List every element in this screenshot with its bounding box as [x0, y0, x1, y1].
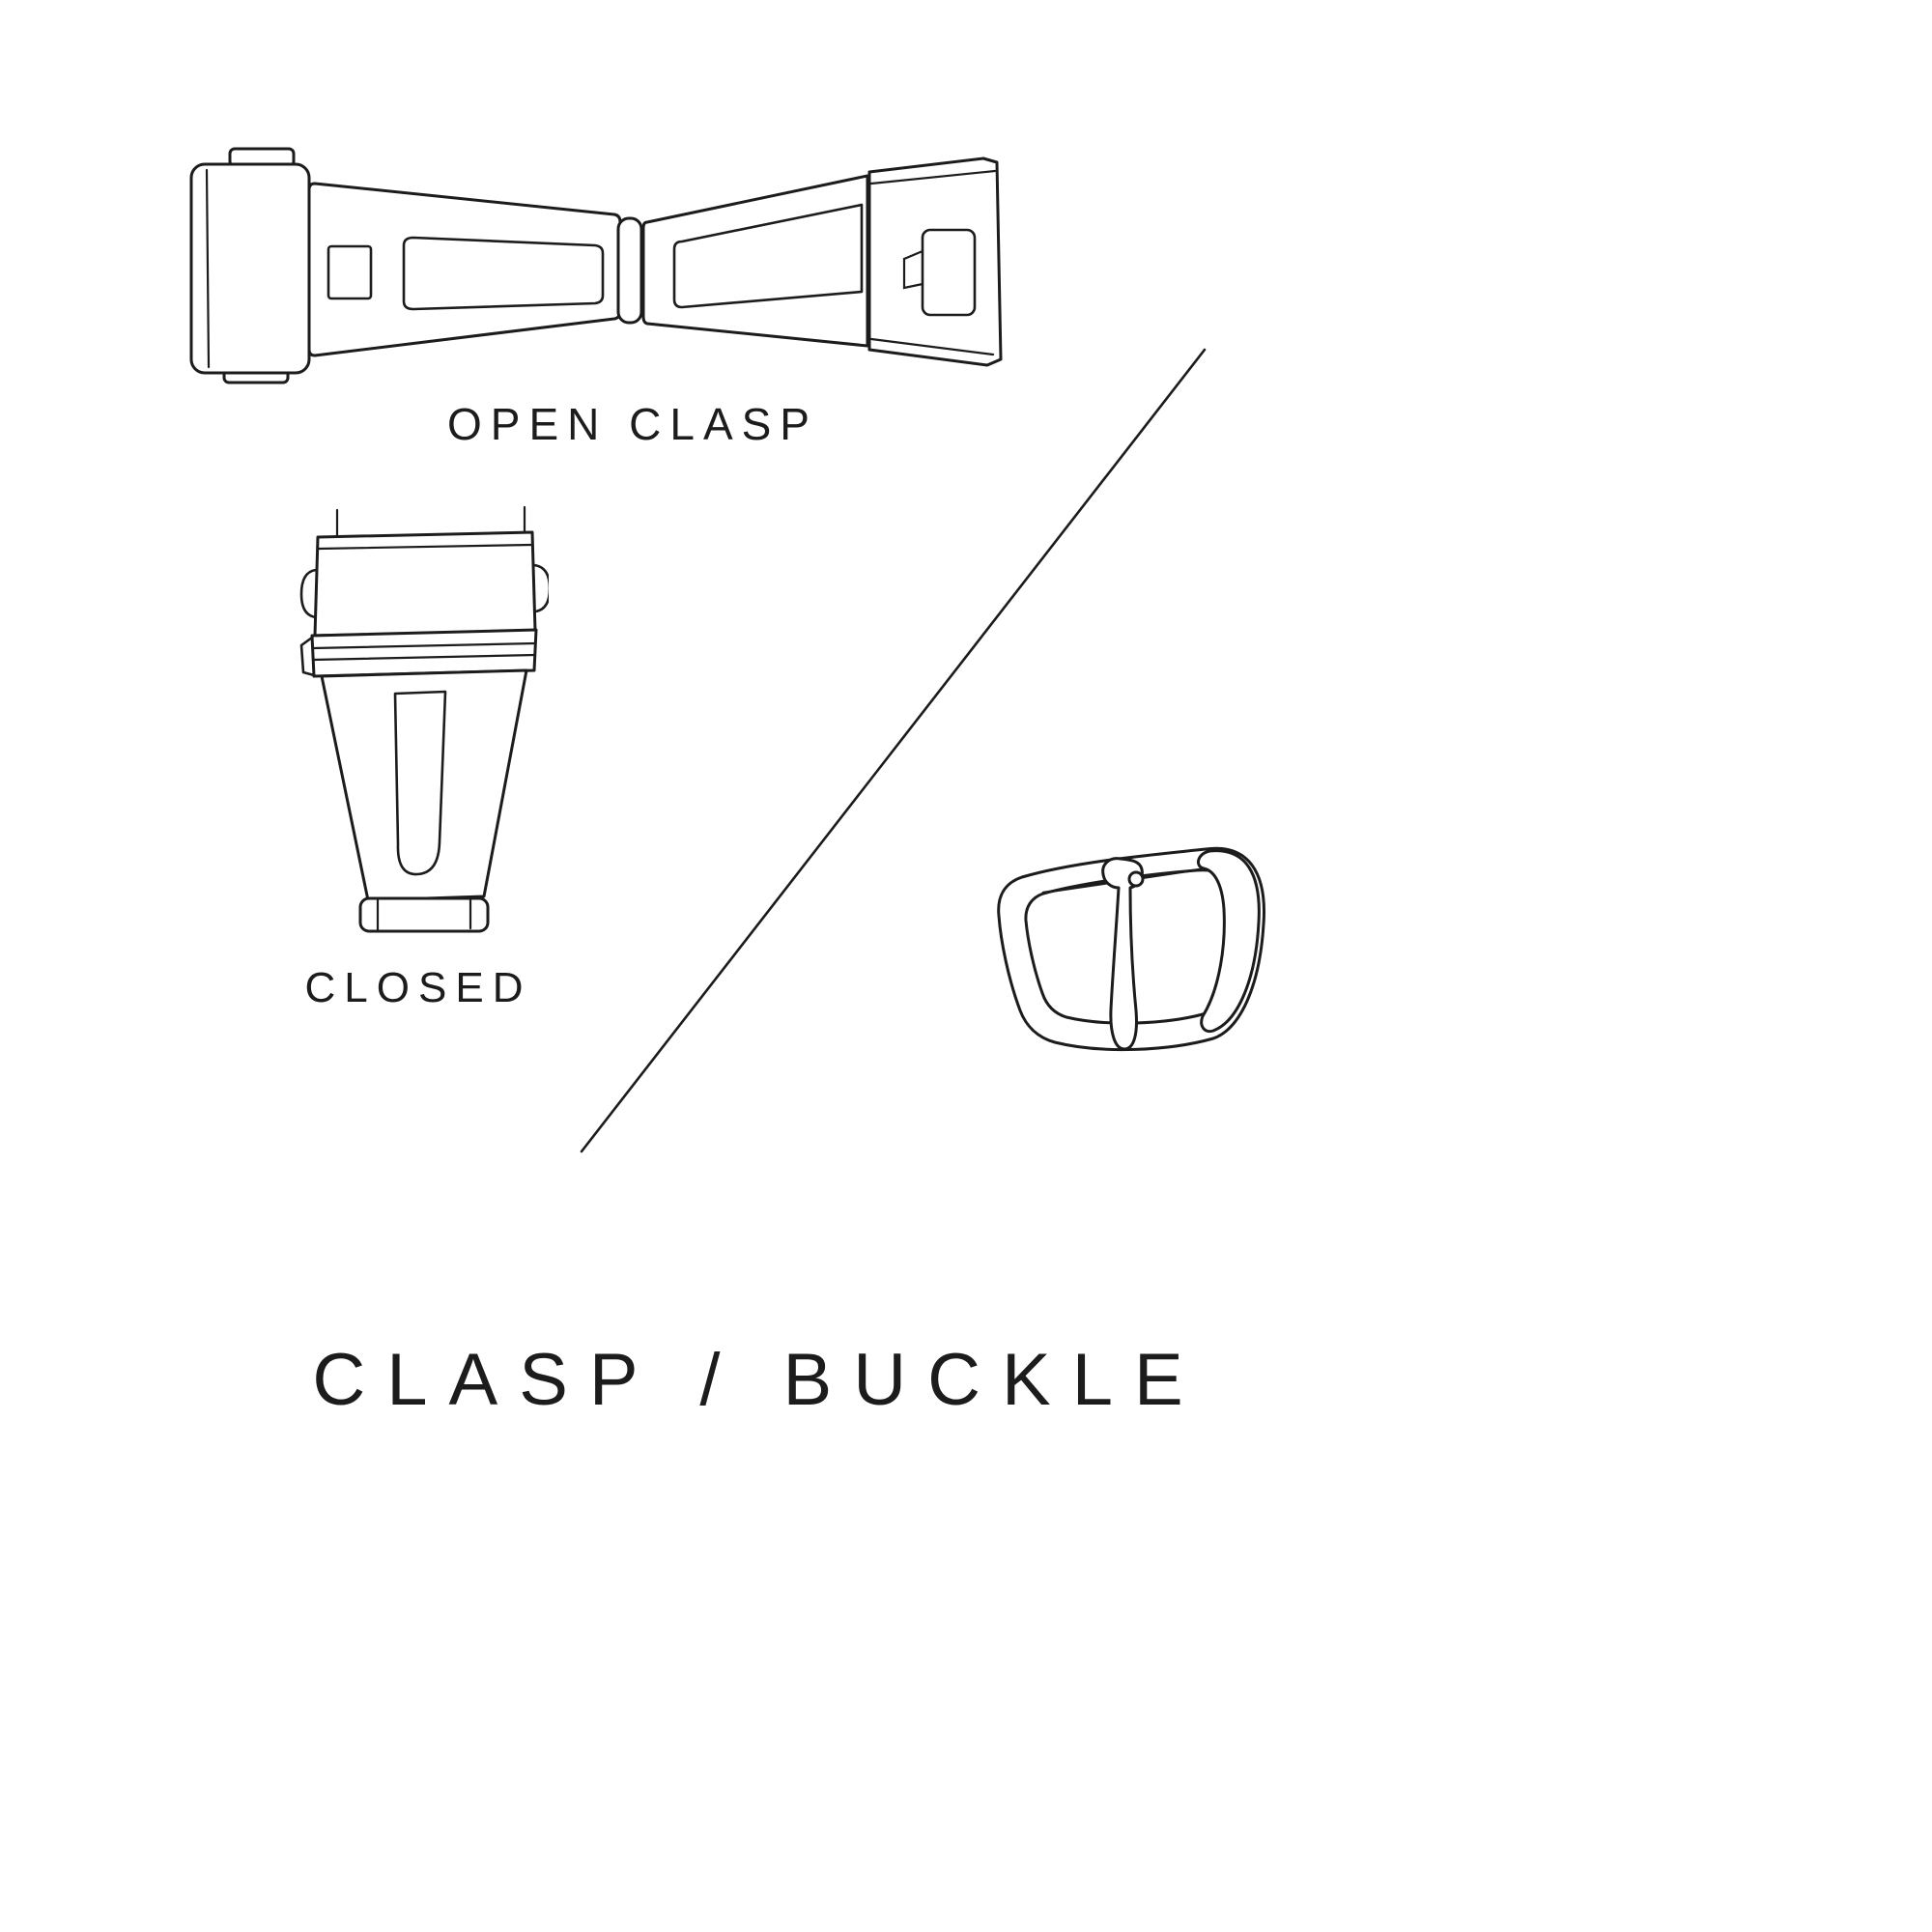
closed-clasp-illustration	[299, 505, 549, 933]
closed-clasp-label: CLOSED	[304, 964, 532, 1011]
closed-clasp-figure	[293, 502, 549, 947]
open-clasp-figure	[174, 145, 1024, 386]
diagram-title: CLASP / BUCKLE	[312, 1339, 1205, 1421]
open-clasp-label: OPEN CLASP	[447, 399, 818, 449]
pin-buckle-illustration	[997, 846, 1265, 1052]
open-clasp-illustration	[189, 147, 1003, 384]
pin-buckle-figure	[956, 826, 1285, 1106]
